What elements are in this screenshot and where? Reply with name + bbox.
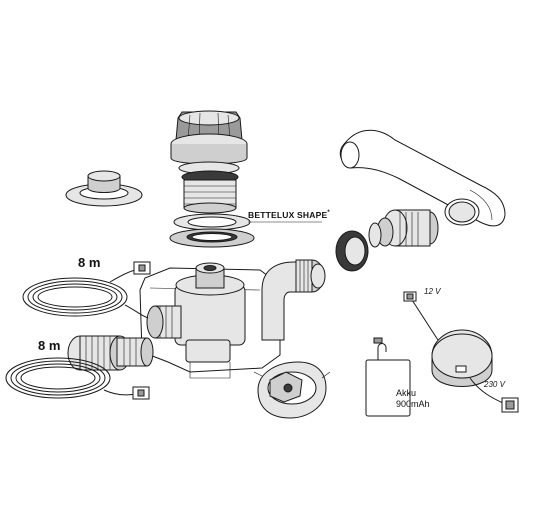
product-name-mark: * [327, 210, 330, 217]
seal-ring [335, 230, 369, 272]
cable-coil-top [22, 261, 151, 319]
drive-unit [253, 361, 331, 419]
battery-pack [365, 337, 411, 417]
drain-pipe [339, 129, 506, 227]
threaded-sleeve [181, 170, 239, 214]
threaded-inlet [146, 305, 182, 339]
voltage-high-label: 230 V [484, 380, 505, 389]
product-name-label: BETTELUX SHAPE* [248, 210, 330, 220]
battery-label: Akku 900mAh [396, 388, 430, 410]
cable-coil-bottom [5, 357, 150, 400]
gasket-rings [169, 213, 255, 248]
product-name-text: BETTELUX SHAPE [248, 210, 328, 220]
round-power-unit [403, 291, 519, 413]
left-union-nut [67, 335, 154, 371]
cable-length-label-top: 8 m [78, 255, 101, 270]
valve-knob [170, 110, 248, 175]
drain-plug-cap [65, 170, 143, 207]
cable-length-label-bottom: 8 m [38, 338, 61, 353]
pipe-union-nut [368, 209, 439, 248]
battery-label-name: Akku [396, 388, 417, 398]
elbow-outlet [261, 259, 326, 341]
battery-label-capacity: 900mAh [396, 399, 430, 409]
voltage-low-label: 12 V [424, 287, 441, 296]
valve-body [139, 262, 281, 379]
